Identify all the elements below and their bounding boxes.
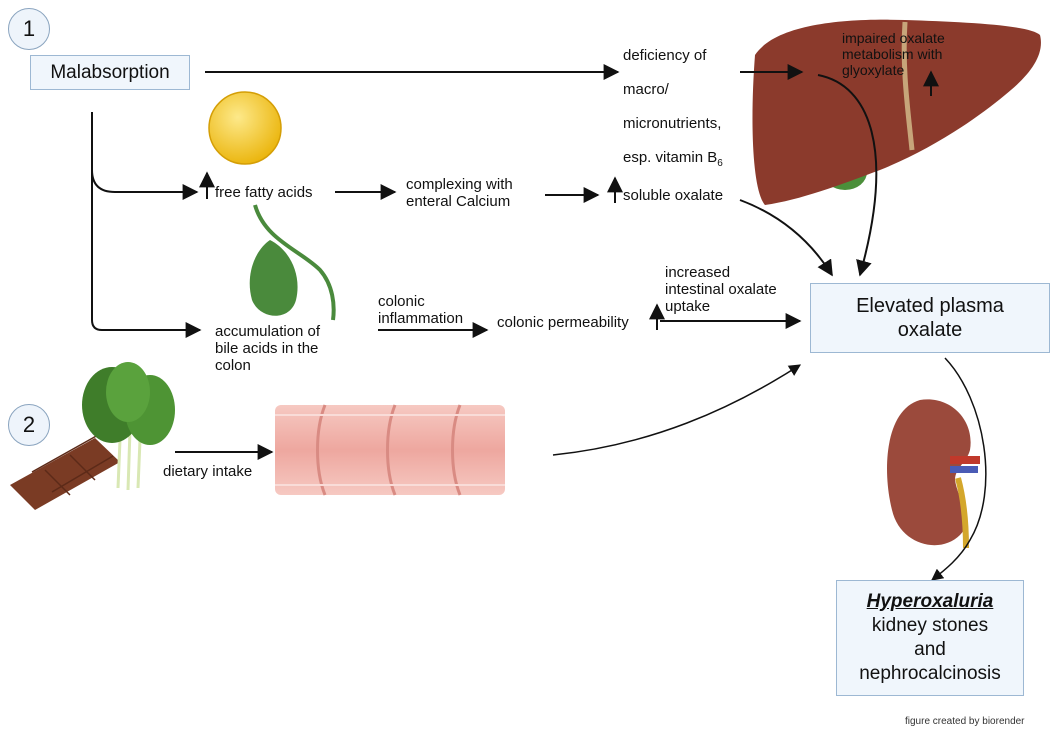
arrow-plasma-to-hyperoxaluria (931, 357, 987, 581)
increased-uptake-label: increased intestinal oxalate uptake (665, 264, 777, 315)
colonic-inflammation-label: colonic inflammation (378, 293, 464, 327)
colonic-permeability-label: colonic permeability (497, 314, 629, 331)
step-marker-1: 1 (8, 8, 50, 50)
arrow-to-free-fatty-acids (91, 169, 199, 200)
fat-droplet-icon (208, 91, 282, 165)
soluble-oxalate-label: soluble oxalate (623, 187, 724, 204)
hyperoxaluria-title: Hyperoxaluria (866, 591, 994, 612)
arrow-soluble-to-plasma (739, 199, 833, 277)
elevated-plasma-oxalate-box: Elevated plasma oxalate (810, 283, 1050, 353)
complexing-label: complexing with enteral Calcium (406, 176, 513, 210)
gallbladder-illustration (249, 204, 336, 321)
liver-illustration (752, 19, 1041, 205)
leafy-greens-icon (82, 362, 175, 491)
chocolate-icon (10, 429, 120, 510)
dietary-intake-label: dietary intake (163, 463, 253, 480)
bile-acids-label: accumulation of bile acids in the colon (215, 323, 321, 374)
free-fatty-acids-label: free fatty acids (215, 184, 313, 201)
arrow-liver-to-plasma (817, 74, 878, 277)
deficiency-text: deficiency of macro/ micronutrients, esp… (623, 47, 723, 169)
malabsorption-label: Malabsorption (50, 61, 170, 83)
impaired-metabolism-label: impaired oxalate metabolism with glyoxyl… (842, 30, 945, 78)
elevated-plasma-label: Elevated plasma oxalate (856, 295, 1004, 341)
step-marker-2: 2 (8, 404, 50, 446)
intestine-illustration (275, 404, 505, 496)
arrow-intestine-to-plasma (552, 364, 802, 456)
branch-line-vertical (91, 112, 202, 338)
biorender-credit: figure created by biorender (905, 716, 1025, 727)
kidney-illustration (887, 399, 980, 549)
hyperoxaluria-box: Hyperoxaluria kidney stones and nephroca… (836, 580, 1024, 696)
malabsorption-box: Malabsorption (30, 55, 190, 90)
outcome-description: kidney stones and nephrocalcinosis (859, 615, 1001, 684)
